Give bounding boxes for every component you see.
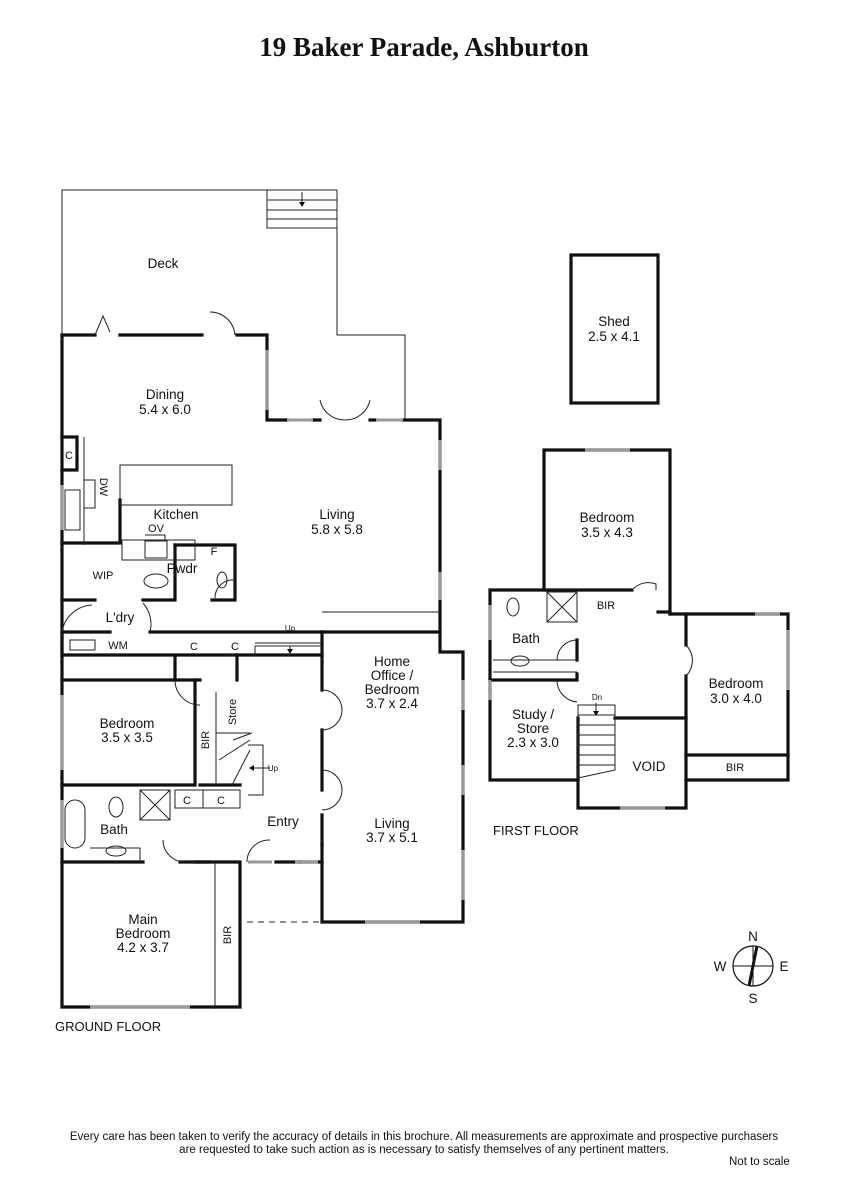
room-label-bath-upstairs: Bath <box>512 631 540 646</box>
disclaimer: Every care has been taken to verify the … <box>0 1131 848 1157</box>
not-to-scale-note: Not to scale <box>729 1156 790 1168</box>
stairs-up-label: Up <box>268 764 279 773</box>
compass-east: E <box>779 959 788 974</box>
stairs-up-label: Up <box>285 624 296 633</box>
room-size-study: 2.3 x 3.0 <box>507 735 559 750</box>
room-label-void: VOID <box>632 759 665 774</box>
room-label-wip: WIP <box>93 570 114 582</box>
room-label-study: Store <box>517 721 549 736</box>
room-label-study: Study / <box>512 707 554 722</box>
compass-icon <box>732 945 774 987</box>
first-floor-fixtures <box>493 582 693 779</box>
fixture-dishwasher: DW <box>97 478 109 497</box>
room-label-main-bedroom: Main <box>128 912 157 927</box>
compass-west: W <box>714 959 727 974</box>
room-size-bedroom-right: 3.0 x 4.0 <box>710 691 762 706</box>
room-label-home-office: Bedroom <box>365 682 420 697</box>
fixture-cupboard: C <box>190 641 198 653</box>
fixture-bir: BIR <box>200 731 212 749</box>
disclaimer-line: Every care has been taken to verify the … <box>69 1131 779 1143</box>
fixture-bir: BIR <box>597 600 615 612</box>
room-size-shed: 2.5 x 4.1 <box>588 329 640 344</box>
room-label-home-office: Home <box>374 654 410 669</box>
room-size-living: 5.8 x 5.8 <box>311 522 363 537</box>
ground-floor-fixtures <box>64 437 440 1007</box>
fixture-cupboard: C <box>65 450 73 462</box>
disclaimer-line: are requested to take such action as is … <box>179 1144 669 1156</box>
room-label-powder: Pwdr <box>167 561 198 576</box>
fixture-oven: OV <box>148 523 165 535</box>
room-size-home-office: 3.7 x 2.4 <box>366 696 418 711</box>
floor-label-ground: GROUND FLOOR <box>55 1019 161 1034</box>
room-label-deck: Deck <box>148 256 179 271</box>
fixture-cupboard: C <box>183 795 191 807</box>
shed <box>569 253 660 405</box>
room-label-home-office: Office / <box>371 668 414 683</box>
room-label-main-bedroom: Bedroom <box>116 926 171 941</box>
room-label-bedroom-top: Bedroom <box>580 510 635 525</box>
room-label-kitchen: Kitchen <box>153 507 198 522</box>
stairs-down-label: Dn <box>592 693 602 702</box>
room-label-entry: Entry <box>267 814 299 829</box>
room-size-living-front: 3.7 x 5.1 <box>366 830 418 845</box>
ground-floor-windows <box>60 350 465 1009</box>
room-label-bedroom-right: Bedroom <box>709 676 764 691</box>
room-size-dining: 5.4 x 6.0 <box>139 402 191 417</box>
room-size-bedroom: 3.5 x 3.5 <box>101 730 153 745</box>
room-label-shed: Shed <box>598 314 630 329</box>
fixture-cupboard: C <box>231 641 239 653</box>
first-floor-windows <box>488 448 790 810</box>
fixture-bir: BIR <box>726 762 744 774</box>
floor-label-first: FIRST FLOOR <box>493 823 579 838</box>
first-floor-walls <box>488 448 790 810</box>
fixture-fridge: F <box>211 546 218 558</box>
ground-floor-doors <box>61 311 371 863</box>
deck-outline <box>61 189 406 420</box>
room-label-dining: Dining <box>146 387 184 402</box>
room-label-living-front: Living <box>374 816 409 831</box>
room-label-living: Living <box>319 507 354 522</box>
fixture-bir: BIR <box>222 926 234 944</box>
compass-north: N <box>748 929 758 944</box>
page-title: 19 Baker Parade, Ashburton <box>259 32 589 62</box>
room-size-bedroom-top: 3.5 x 4.3 <box>581 525 633 540</box>
fixture-washing-machine: WM <box>108 640 128 652</box>
fixture-store: Store <box>227 699 239 725</box>
room-label-bedroom: Bedroom <box>100 716 155 731</box>
room-label-bath: Bath <box>100 822 128 837</box>
compass-south: S <box>748 991 757 1006</box>
fixture-cupboard: C <box>217 795 225 807</box>
room-size-main-bedroom: 4.2 x 3.7 <box>117 940 169 955</box>
room-label-laundry: L'dry <box>106 610 135 625</box>
